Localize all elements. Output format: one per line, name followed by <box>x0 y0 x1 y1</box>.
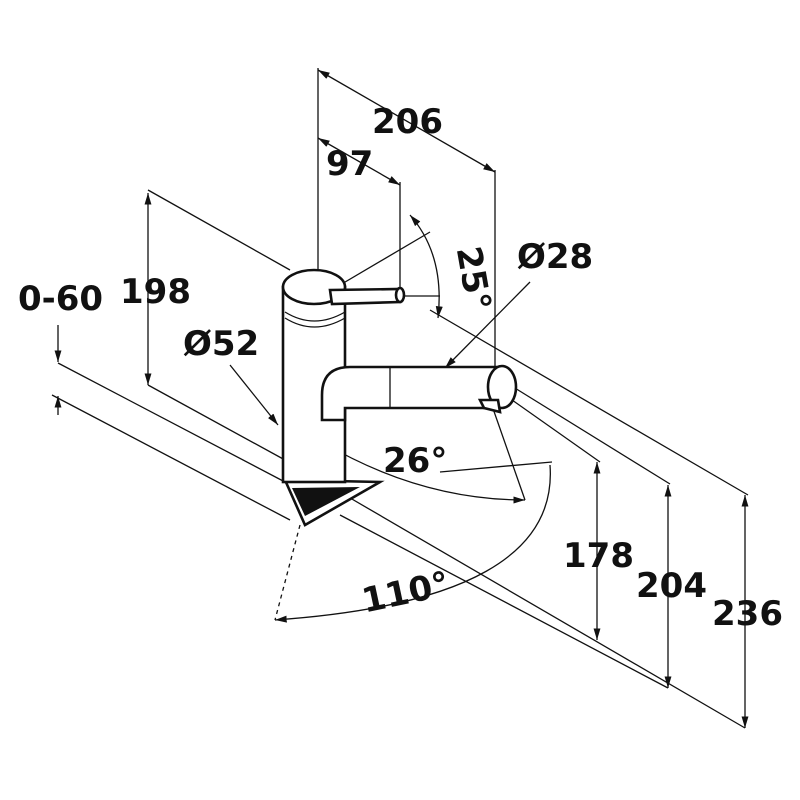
dim-198: 198 <box>120 272 191 312</box>
faucet-lever <box>328 286 406 306</box>
dim-25-degrees: 25° <box>448 243 499 313</box>
faucet-spout <box>320 364 518 422</box>
extension-lines <box>147 68 749 496</box>
dim-counter-thickness: 0-60 <box>18 279 103 319</box>
dim-110-degrees: 110° <box>358 564 452 621</box>
dim-97: 97 <box>326 144 373 184</box>
dim-206: 206 <box>372 102 443 142</box>
dim-body-diameter: Ø52 <box>183 324 259 364</box>
countertop-lines <box>51 362 746 729</box>
dim-26-degrees: 26° <box>383 441 447 481</box>
dim-236: 236 <box>712 594 783 634</box>
dim-spout-diameter: Ø28 <box>517 237 593 277</box>
dim-204: 204 <box>636 566 707 606</box>
dim-178: 178 <box>563 536 634 576</box>
dimension-lines <box>54 69 749 728</box>
